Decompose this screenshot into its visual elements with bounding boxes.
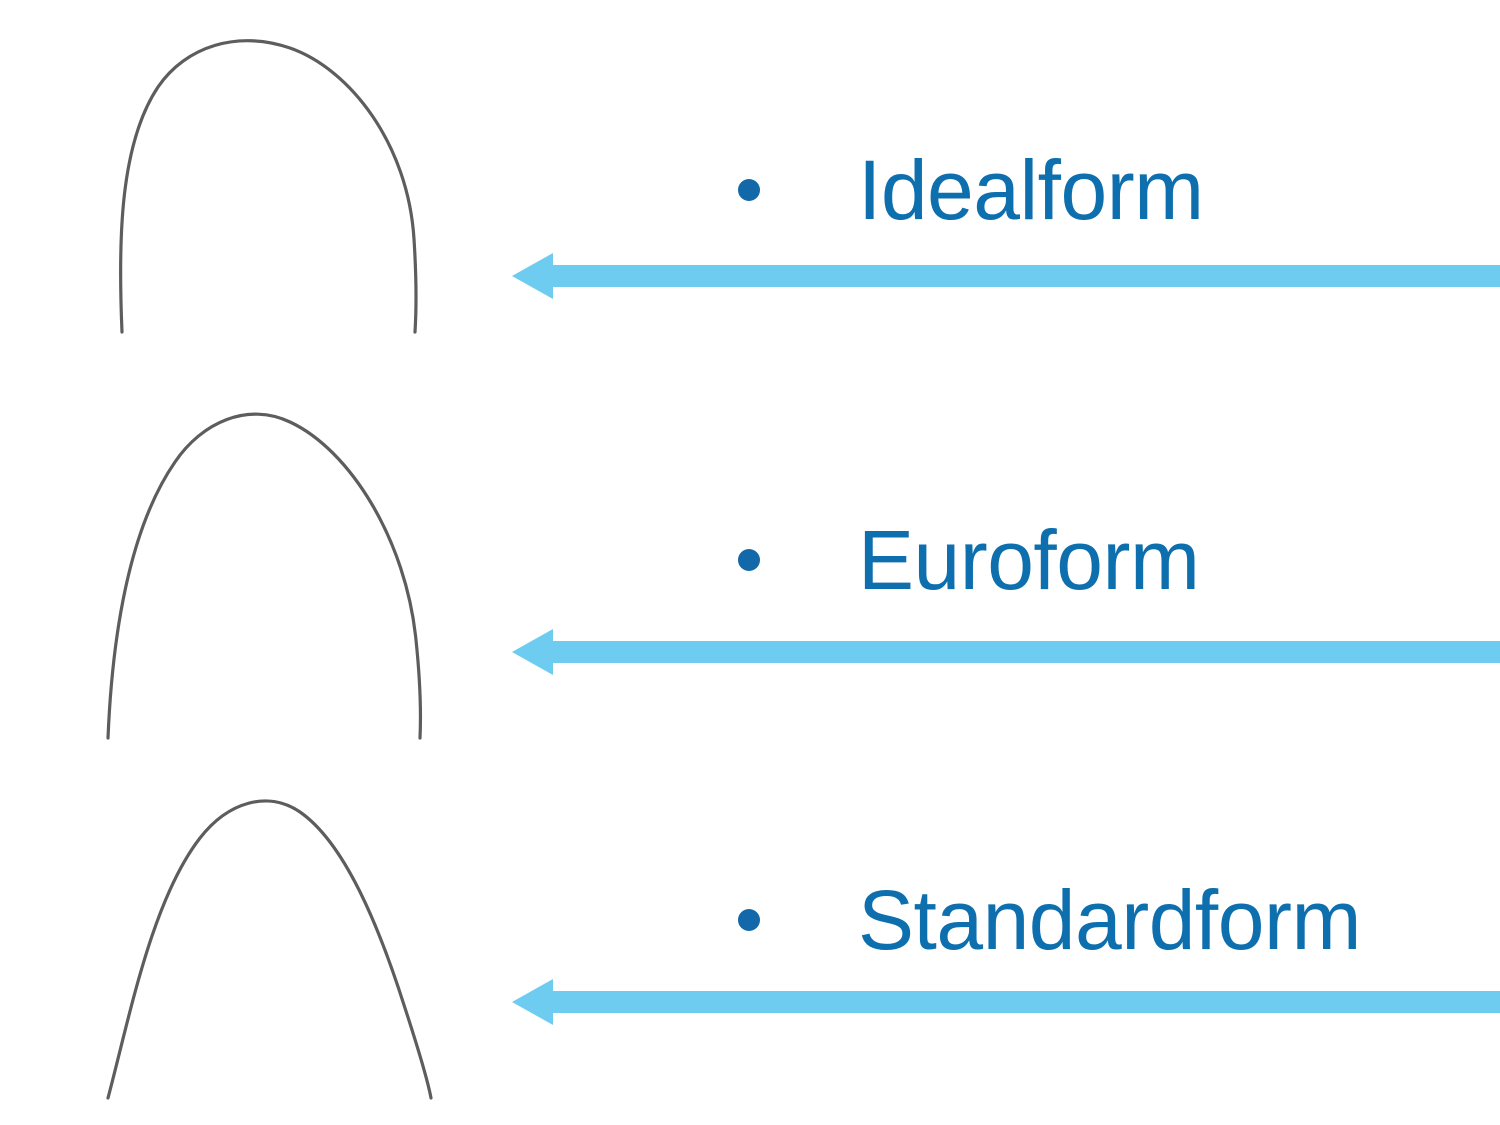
euroform-archwire-icon: [106, 412, 423, 740]
label-standardform: Standardform: [858, 873, 1361, 967]
bullet-item-euroform: Euroform: [700, 512, 1500, 608]
left-arrow-icon: [512, 629, 1500, 675]
left-arrow-icon: [512, 253, 1500, 299]
idealform-archwire-icon: [118, 39, 418, 334]
arrow-idealform: [505, 250, 1500, 302]
bullet-dot-icon: [738, 549, 760, 571]
bullet-item-standardform: Standardform: [700, 872, 1500, 968]
arrow-euroform: [505, 626, 1500, 678]
standardform-archwire-icon: [106, 799, 433, 1100]
idealform-archwire-figure: [0, 24, 500, 334]
arrow-standardform: [505, 976, 1500, 1028]
bullet-dot-icon: [738, 179, 760, 201]
bullet-item-idealform: Idealform: [700, 142, 1500, 238]
label-euroform: Euroform: [858, 513, 1200, 607]
euroform-archwire-figure: [0, 400, 500, 740]
left-arrow-icon: [512, 979, 1500, 1025]
standardform-archwire-figure: [0, 790, 500, 1100]
label-idealform: Idealform: [858, 143, 1204, 237]
bullet-dot-icon: [738, 909, 760, 931]
